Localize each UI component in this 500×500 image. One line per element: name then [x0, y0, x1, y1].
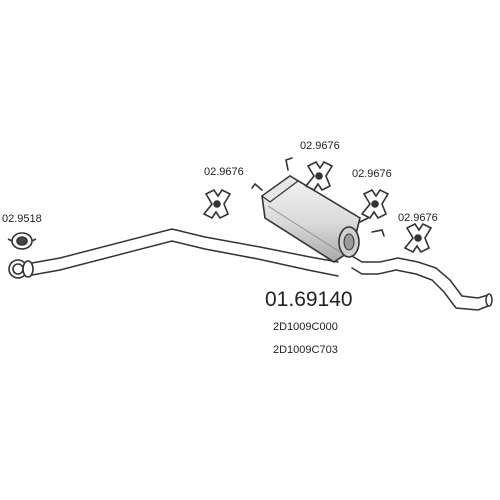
oem-number-1: 2D1009C000	[273, 321, 338, 333]
hanger-icon-b	[304, 160, 334, 192]
part-number: 01.69140	[265, 288, 353, 311]
clamp-label: 02.9518	[2, 213, 42, 225]
hanger-icon-a	[202, 188, 232, 220]
oem-number-2: 2D1009C703	[273, 344, 338, 356]
hanger-label-b: 02.9676	[300, 140, 340, 152]
front-pipe	[31, 228, 339, 277]
rear-muffler	[251, 157, 385, 263]
hanger-label-c: 02.9676	[352, 168, 392, 180]
inlet-flange	[8, 259, 34, 279]
hanger-label-a: 02.9676	[204, 166, 244, 178]
hanger-icon-c	[360, 188, 390, 220]
hanger-label-d: 02.9676	[398, 212, 438, 224]
tail-pipe	[351, 255, 493, 311]
clamp-ring-icon	[7, 232, 37, 250]
hanger-icon-d	[403, 222, 433, 254]
